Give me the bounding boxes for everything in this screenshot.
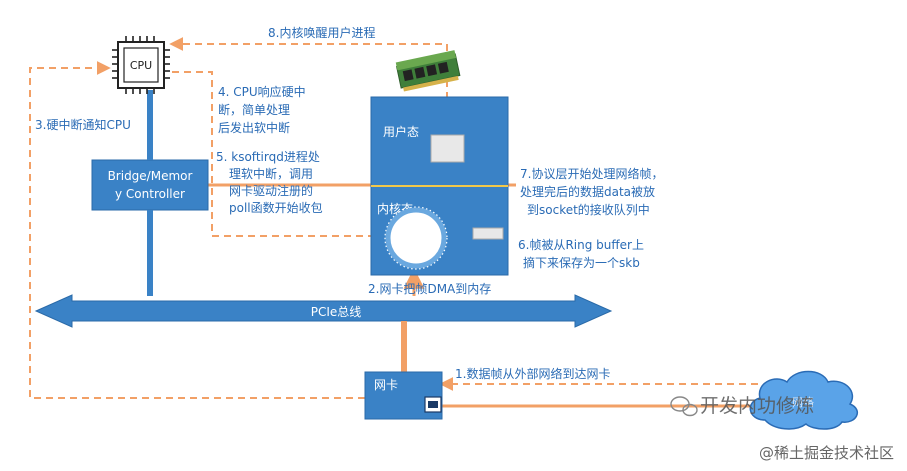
user-buffer [430, 134, 465, 163]
bridge-label-1: Bridge/Memor [108, 169, 193, 183]
pcie-bus-label: PCIe总线 [311, 305, 362, 319]
juejin-watermark-text: @稀土掘金技术社区 [759, 444, 894, 462]
wechat-logo-icon [670, 396, 698, 417]
step5-label-4: poll函数开始收包 [229, 200, 323, 215]
step2-label: 2.网卡把帧DMA到内存 [368, 282, 491, 296]
network-label: 网络 [792, 395, 814, 409]
step3-label: 3.硬中断通知CPU [35, 117, 131, 132]
wechat-watermark-text: 开发内功修炼 [700, 395, 814, 417]
bridge-bus-connector [147, 210, 153, 296]
ring-buffer [384, 206, 448, 270]
cpu-bridge-connector [147, 90, 153, 160]
nic-label: 网卡 [374, 378, 398, 392]
step7-label-1: 7.协议层开始处理网络帧， [520, 166, 663, 181]
wechat-watermark: 开发内功修炼 [670, 395, 814, 417]
skb-block [472, 227, 504, 240]
user-space-label: 用户态 [383, 124, 419, 139]
bridge-label-2: y Controller [115, 187, 185, 201]
step6-label-2: 摘下来保存为一个skb [523, 255, 640, 270]
cpu-chip-icon: CPU [112, 36, 170, 94]
step4-label-2: 断，简单处理 [218, 102, 290, 117]
cpu-label: CPU [130, 59, 152, 72]
step5-label-2: 理软中断，调用 [229, 166, 313, 181]
step4-label-3: 后发出软中断 [218, 120, 290, 135]
pcie-bus: PCIe总线 [34, 294, 613, 328]
step7-label-2: 处理完后的数据data被放 [520, 184, 655, 199]
network-cloud-icon: 网络 [749, 370, 859, 430]
step7-label-3: 到socket的接收队列中 [527, 202, 650, 217]
step8-label: 8.内核唤醒用户进程 [268, 25, 375, 40]
ram-module-icon [395, 50, 461, 92]
arrow-step4-5 [172, 71, 387, 243]
ethernet-port-icon [424, 396, 442, 413]
step-labels: 8.内核唤醒用户进程 3.硬中断通知CPU 4. CPU响应硬中 断，简单处理 … [35, 25, 663, 381]
step4-label-1: 4. CPU响应硬中 [218, 84, 306, 99]
step5-label-1: 5. ksoftirqd进程处 [216, 149, 320, 164]
step1-label: 1.数据帧从外部网络到达网卡 [455, 366, 610, 381]
bridge-controller-box [91, 159, 209, 211]
step6-label-1: 6.帧被从Ring buffer上 [518, 238, 644, 252]
bus-nic-connector [401, 321, 407, 372]
step5-label-3: 网卡驱动注册的 [229, 183, 313, 198]
